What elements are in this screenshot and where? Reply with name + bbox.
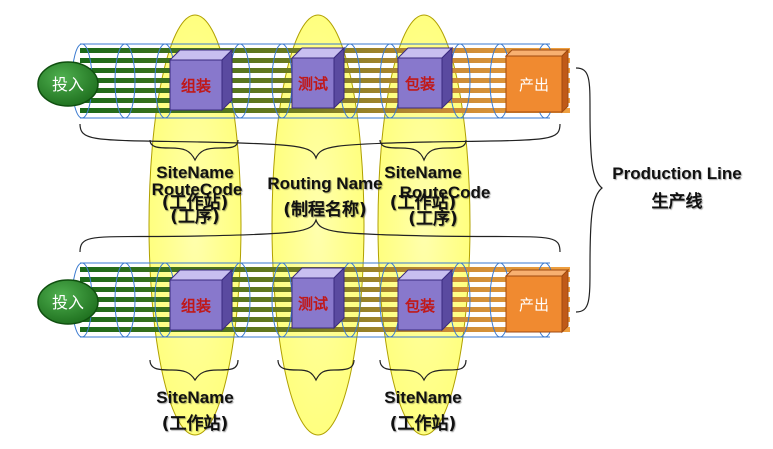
brace-left-station-top	[149, 139, 239, 162]
output-label: 产出	[519, 296, 549, 314]
route-code-sub-label-2: (工序)	[408, 209, 458, 229]
brace-bottom-station-2	[277, 359, 355, 382]
station-label: 测试	[298, 75, 328, 93]
brace-bottom-station-1	[149, 359, 239, 382]
brace-above-bottom-line	[79, 218, 561, 253]
bottom-site-name-sub-label-1: (工作站)	[161, 414, 229, 434]
station-cube: 测试	[290, 266, 346, 330]
production-line-sub-label: 生产线	[651, 192, 703, 212]
bottom-site-name-label-1: SiteName	[156, 388, 234, 407]
output-node: 产出	[504, 268, 570, 334]
output-node: 产出	[504, 48, 570, 114]
routing-name-label: Routing Name	[267, 174, 383, 193]
production-line-bottom: 投入 组装 测试 包装 产出	[37, 262, 570, 338]
brace-right-station-top	[379, 139, 467, 162]
station-cube: 测试	[290, 46, 346, 110]
input-label: 投入	[52, 75, 84, 94]
route-code-label-1: RouteCode	[151, 180, 243, 199]
production-line-label: Production Line	[612, 164, 742, 183]
route-code-label-2: RouteCode	[399, 183, 491, 202]
routing-name-sub-label: (制程名称)	[283, 200, 367, 220]
station-label: 组装	[181, 297, 212, 315]
input-label: 投入	[52, 293, 84, 312]
brace-production-line	[575, 67, 603, 313]
site-name-sub-label-2: (工作站)	[389, 193, 457, 213]
production-line-top: 投入 组装 测试 包装 产出	[37, 43, 570, 119]
brace-bottom-station-3	[379, 359, 467, 382]
site-name-label-2: SiteName	[384, 163, 462, 182]
station-cube: 组装	[168, 268, 234, 332]
station-label: 组装	[181, 77, 212, 95]
bottom-site-name-sub-label-2: (工作站)	[389, 414, 457, 434]
site-name-label-1: SiteName	[156, 163, 234, 182]
output-label: 产出	[519, 76, 549, 94]
input-node: 投入	[37, 279, 99, 325]
bottom-site-name-label-2: SiteName	[384, 388, 462, 407]
station-cube: 包装	[396, 46, 454, 110]
station-label: 包装	[405, 297, 436, 315]
station-cube: 包装	[396, 268, 454, 332]
station-label: 测试	[298, 295, 328, 313]
brace-under-top-line	[79, 123, 561, 160]
input-node: 投入	[37, 61, 99, 107]
station-label: 包装	[405, 75, 436, 93]
route-code-sub-label-1: (工序)	[170, 207, 220, 227]
station-cube: 组装	[168, 48, 234, 112]
curly-braces	[79, 67, 603, 382]
site-name-sub-label-1: (工作站)	[161, 193, 229, 213]
